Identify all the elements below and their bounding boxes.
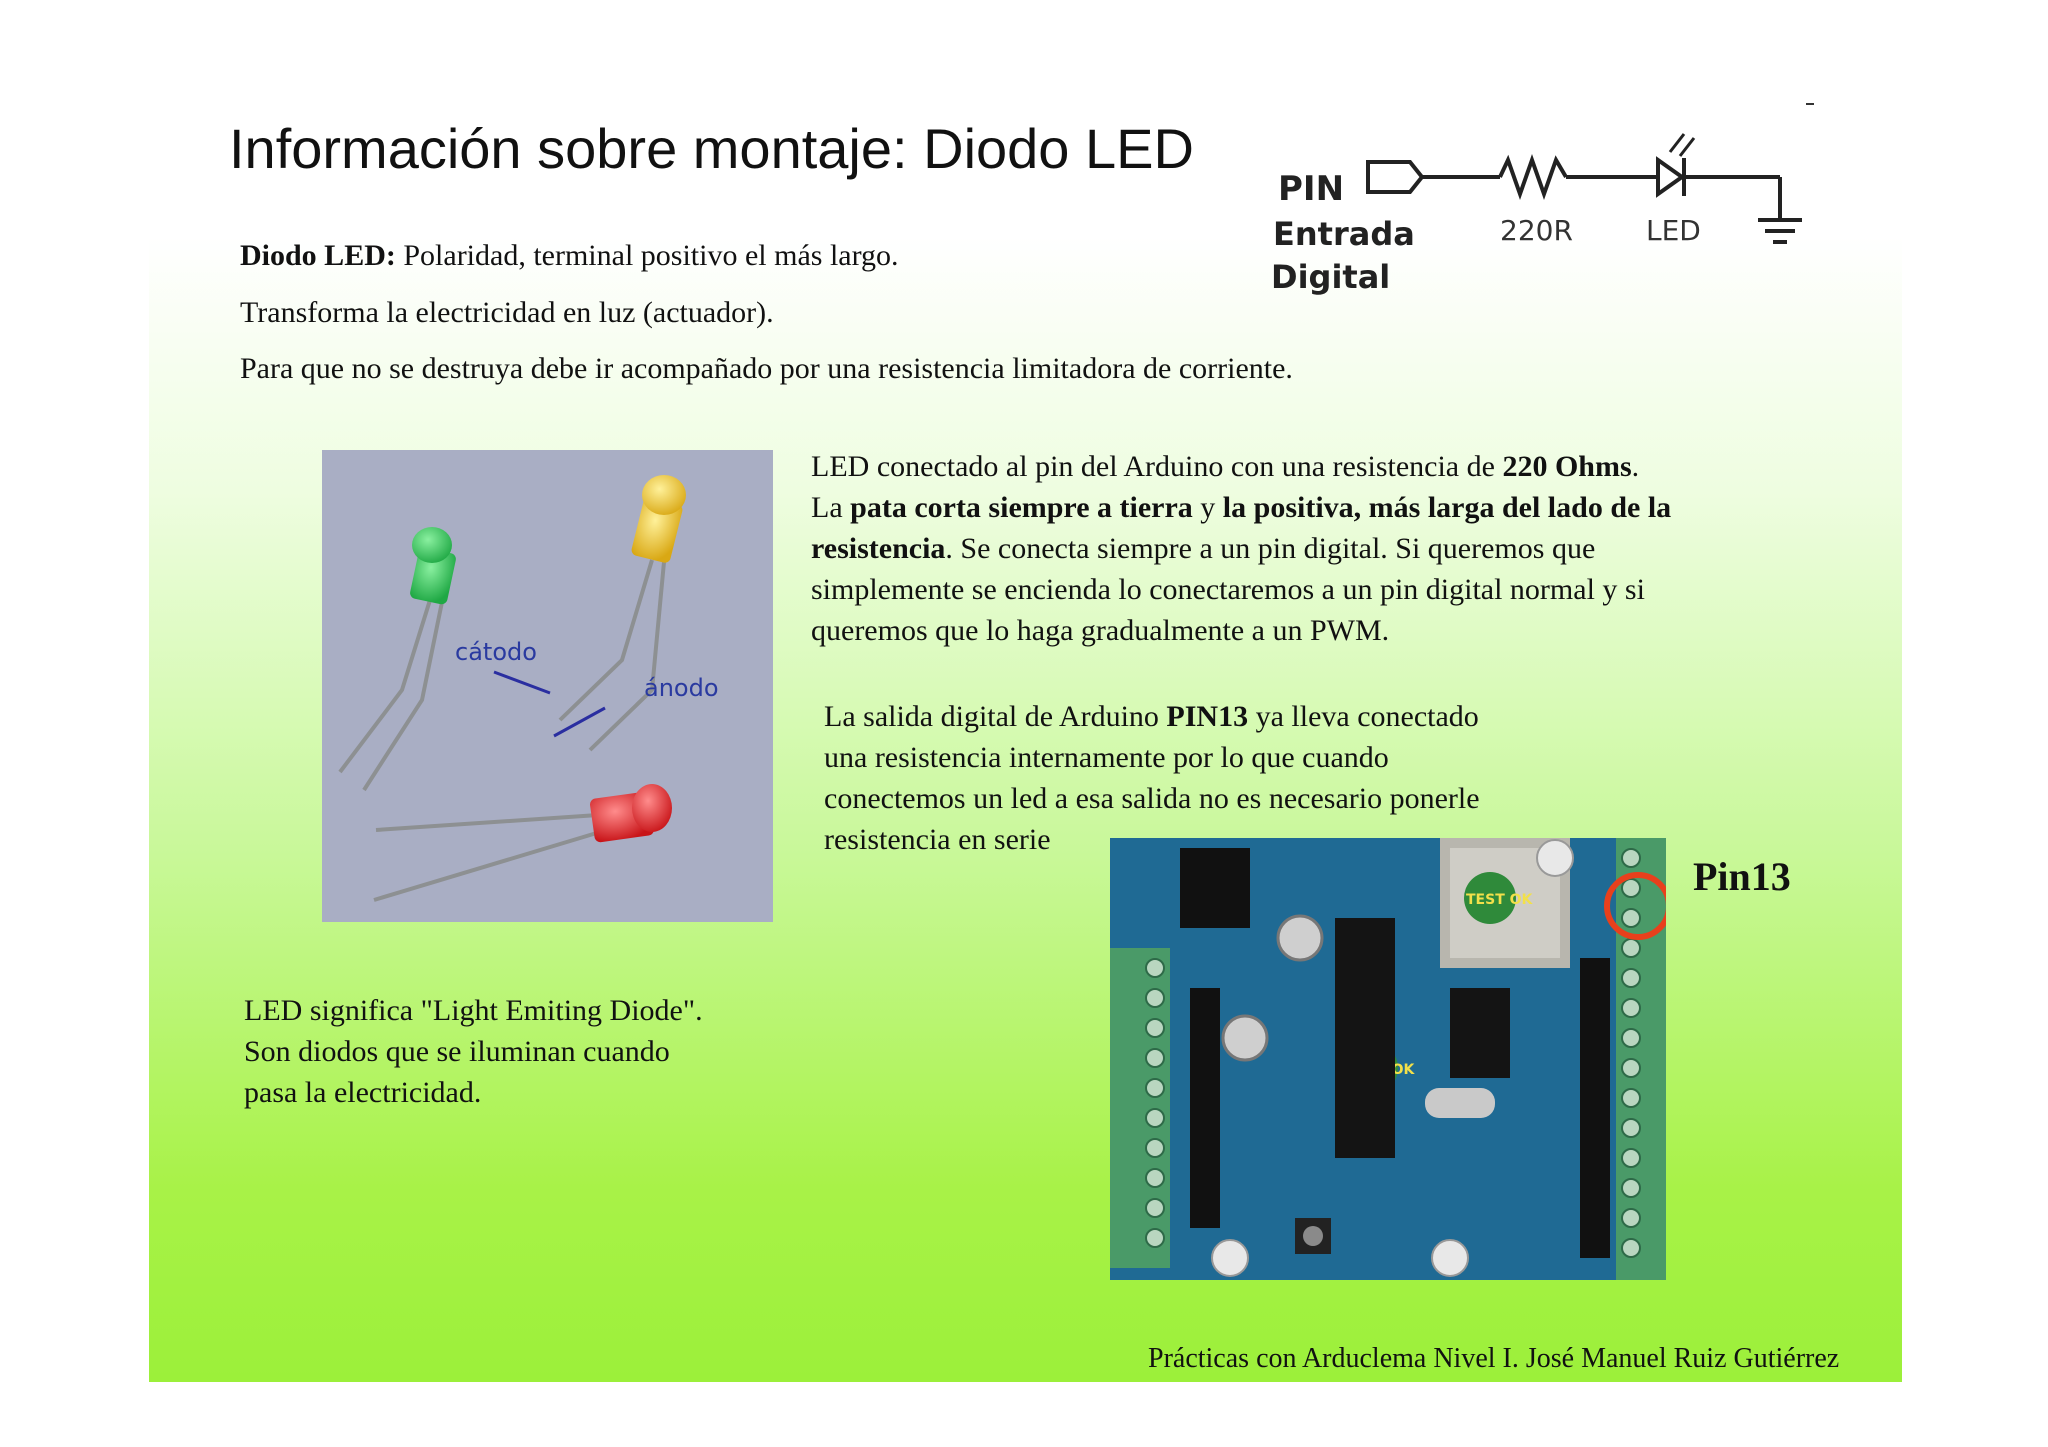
page-title: Información sobre montaje: Diodo LED — [229, 117, 1194, 180]
arduino-board-photo: TEST OK TEST OK — [1110, 838, 1666, 1280]
led-photo: cátodo ánodo — [322, 450, 773, 922]
connection-line-4: simplemente se encienda lo conectaremos … — [811, 573, 1645, 606]
pin13-line-1: La salida digital de Arduino PIN13 ya ll… — [824, 696, 1480, 737]
led-meaning: LED significa "Light Emiting Diode". Son… — [244, 990, 703, 1113]
connection-line-1: LED conectado al pin del Arduino con una… — [811, 446, 1671, 487]
footer-credit: Prácticas con Arduclema Nivel I. José Ma… — [1148, 1343, 1840, 1374]
red-led — [590, 784, 672, 843]
right-terminal-blocks — [1616, 838, 1666, 1280]
pin13-line-3: conectemos un led a esa salida no es nec… — [824, 782, 1480, 815]
left-terminal-blocks — [1110, 948, 1170, 1268]
schematic-entrada-label: Entrada — [1273, 215, 1415, 253]
schematic-digital-label: Digital — [1271, 258, 1390, 296]
anode-label: ánodo — [644, 674, 719, 702]
connection-line-3-b: . Se conecta siempre a un pin digital. S… — [945, 532, 1596, 565]
led-circuit-schematic: PIN Entrada Digital 220R LED — [1271, 133, 1802, 296]
resistor-symbol — [1498, 153, 1568, 201]
test-ok-text-1: TEST OK — [1466, 892, 1534, 908]
microcontroller-chip — [1335, 918, 1395, 1158]
connection-line-2: La pata corta siempre a tierra y la posi… — [811, 487, 1671, 528]
connection-line-2-c: y — [1192, 491, 1223, 524]
capacitor-2 — [1221, 1014, 1269, 1062]
cathode-pointer — [493, 670, 551, 695]
pin13-description: La salida digital de Arduino PIN13 ya ll… — [824, 696, 1480, 860]
intro-line-2: Transforma la electricidad en luz (actua… — [240, 296, 774, 329]
pin-connector-shape — [1366, 160, 1425, 194]
connection-line-1-c: . — [1631, 450, 1640, 483]
led-meaning-line-2: Son diodos que se iluminan cuando — [244, 1035, 670, 1068]
connection-line-3-a: resistencia — [811, 532, 946, 565]
test-ok-sticker-1 — [1464, 872, 1516, 924]
cathode-label: cátodo — [455, 638, 537, 666]
intro-line-1: Diodo LED: Polaridad, terminal positivo … — [240, 241, 899, 271]
pin13-line-1-a: La salida digital de Arduino — [824, 700, 1167, 733]
intro-line-1-text: Polaridad, terminal positivo el más larg… — [395, 239, 899, 272]
power-jack — [1180, 848, 1250, 928]
ground-symbol — [1758, 218, 1802, 244]
connection-line-2-d: la positiva, más larga del lado de la — [1222, 491, 1672, 524]
led-meaning-line-1: LED significa "Light Emiting Diode". — [244, 994, 703, 1027]
green-led — [410, 527, 456, 605]
pin13-line-1-c: ya lleva conectado — [1248, 700, 1479, 733]
led-meaning-line-3: pasa la electricidad. — [244, 1076, 482, 1109]
connection-line-2-b: pata corta siempre a tierra — [850, 491, 1193, 524]
yellow-led — [631, 475, 686, 563]
intro-line-3: Para que no se destruya debe ir acompaña… — [240, 352, 1293, 385]
schematic-led-label: LED — [1646, 214, 1701, 247]
pin13-highlight-circle — [1604, 872, 1666, 940]
pin13-label: Pin13 — [1693, 854, 1791, 899]
page-mark — [1806, 103, 1814, 105]
connection-description: LED conectado al pin del Arduino con una… — [811, 446, 1671, 651]
intro-bold-label: Diodo LED: — [240, 239, 396, 272]
pin13-line-2: una resistencia internamente por lo que … — [824, 741, 1389, 774]
anode-pointer — [553, 706, 606, 738]
connection-line-5: queremos que lo haga gradualmente a un P… — [811, 614, 1390, 647]
pin13-line-1-b: PIN13 — [1166, 700, 1249, 733]
pin13-line-4: resistencia en serie — [824, 823, 1051, 856]
led-diode-symbol — [1656, 156, 1686, 198]
connection-line-3: resistencia. Se conecta siempre a un pin… — [811, 528, 1671, 569]
connection-line-1-a: LED conectado al pin del Arduino con una… — [811, 450, 1503, 483]
schematic-resistor-label: 220R — [1500, 214, 1573, 247]
schematic-pin-label: PIN — [1278, 169, 1344, 209]
connection-line-2-a: La — [811, 491, 851, 524]
capacitor-1 — [1276, 914, 1324, 962]
connection-line-1-b: 220 Ohms — [1502, 450, 1632, 483]
